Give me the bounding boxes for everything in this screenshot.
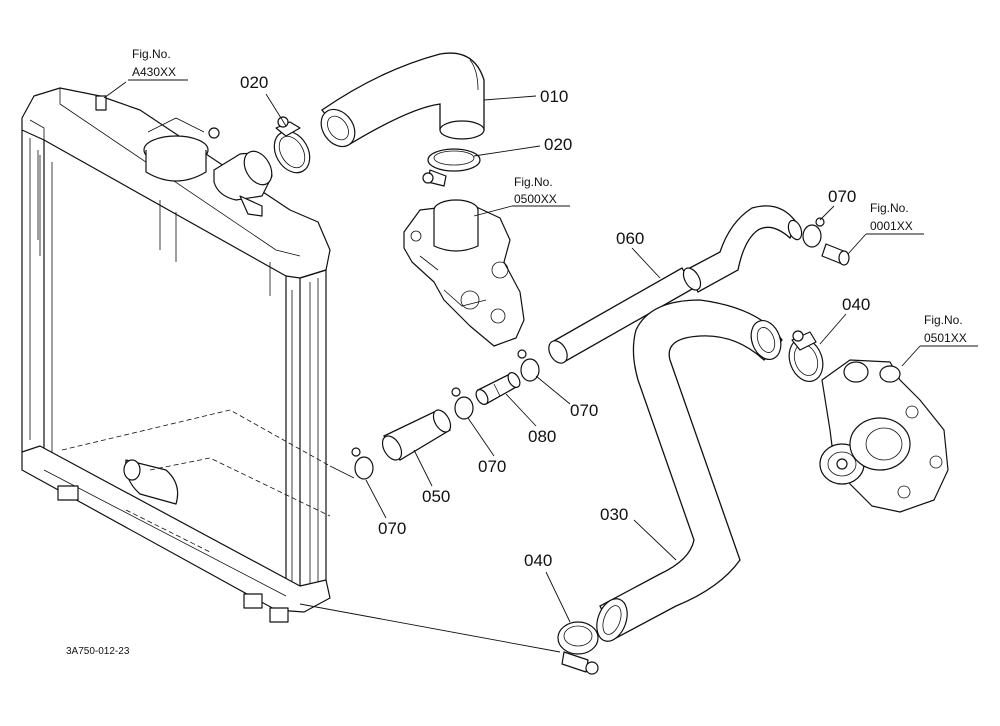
clamp-070-a (351, 447, 374, 480)
clamp-040-bottom (557, 621, 599, 675)
part-label-020: 020 (544, 135, 572, 154)
leader-lines (103, 79, 978, 623)
hose-050 (381, 409, 452, 461)
fig-ref-title: Fig.No. (924, 313, 963, 327)
fitting-0001 (821, 243, 850, 266)
fig-ref-title: Fig.No. (514, 175, 553, 189)
part-label-040: 040 (524, 551, 552, 570)
hose-030 (596, 299, 783, 642)
clamp-040-right (788, 330, 824, 382)
clamp-070-b (451, 387, 474, 420)
leader-radiator-030 (299, 603, 561, 653)
clamp-020-left (273, 116, 311, 174)
fig-ref-title: Fig.No. (132, 47, 171, 61)
fig-ref-a430: Fig.No. A430XX (132, 47, 176, 79)
drawing-code: 3A750-012-23 (66, 646, 130, 657)
fig-ref-0501: Fig.No. 0501XX (924, 313, 967, 345)
clamp-020-lower (422, 148, 481, 187)
water-pump (819, 359, 949, 513)
part-label-070: 070 (478, 457, 506, 476)
part-label-060: 060 (616, 229, 644, 248)
fig-ref-code: A430XX (132, 65, 176, 79)
fig-ref-code: 0001XX (870, 219, 913, 233)
part-label-010: 010 (540, 87, 568, 106)
part-label-080: 080 (528, 427, 556, 446)
part-label-040: 040 (842, 295, 870, 314)
part-label-030: 030 (600, 505, 628, 524)
fig-ref-0001: Fig.No. 0001XX (870, 201, 913, 233)
fig-ref-code: 0500XX (514, 192, 557, 206)
leader-radiator-050 (329, 465, 355, 479)
thermostat-housing (403, 199, 525, 347)
part-label-020: 020 (240, 73, 268, 92)
hose-060 (548, 205, 803, 364)
pipe-080 (475, 372, 521, 405)
part-label-070: 070 (378, 519, 406, 538)
fig-ref-0500: Fig.No. 0500XX (514, 175, 557, 206)
fig-ref-title: Fig.No. (870, 201, 909, 215)
radiator (21, 87, 331, 623)
part-label-050: 050 (422, 487, 450, 506)
clamp-070-c (517, 349, 540, 382)
fig-ref-code: 0501XX (924, 331, 967, 345)
part-label-070: 070 (570, 401, 598, 420)
hose-010 (320, 52, 485, 148)
part-label-070: 070 (828, 187, 856, 206)
clamp-070-right (802, 217, 825, 248)
